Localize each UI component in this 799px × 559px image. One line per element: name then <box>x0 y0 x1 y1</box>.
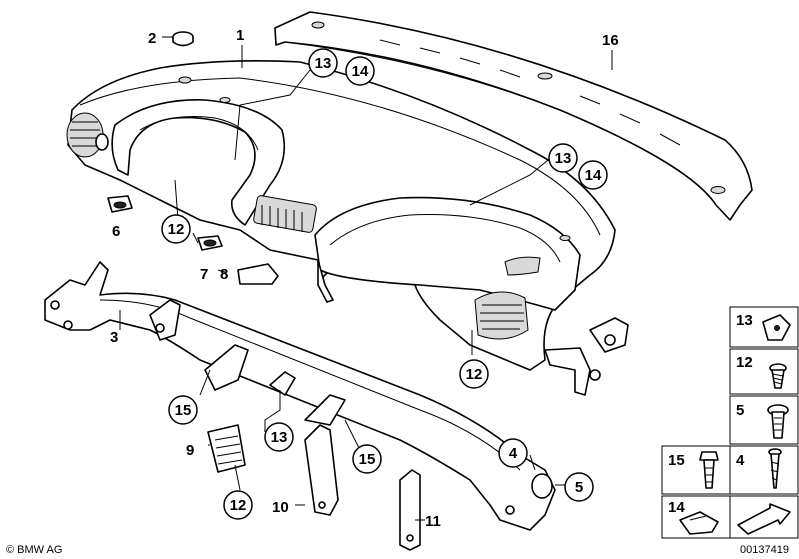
label-part-9: 9 <box>186 442 194 459</box>
callout-4: 4 <box>498 438 528 468</box>
direction-arrow-icon <box>737 503 791 535</box>
label-part-3: 3 <box>110 329 118 346</box>
screw-icon <box>769 363 787 389</box>
part-labels: 2 1 16 6 7 8 3 9 10 11 <box>110 27 619 530</box>
part-3-support-beam <box>44 261 556 531</box>
part-11-strut <box>399 469 421 551</box>
part-9-bracket <box>207 424 246 473</box>
legend-15-label: 15 <box>668 452 685 469</box>
label-part-10: 10 <box>272 499 289 516</box>
legend-12-label: 12 <box>736 354 753 371</box>
label-part-6: 6 <box>112 223 120 240</box>
legend-5-label: 5 <box>736 402 744 419</box>
callouts: 13 14 13 14 12 12 15 13 <box>161 48 608 520</box>
svg-text:13: 13 <box>555 150 572 167</box>
svg-text:15: 15 <box>175 402 192 419</box>
image-number: 00137419 <box>740 544 789 556</box>
callout-14-b: 14 <box>578 160 608 190</box>
legend-14-label: 14 <box>668 499 685 516</box>
svg-text:12: 12 <box>168 221 185 238</box>
bolt-icon <box>767 404 789 439</box>
svg-text:12: 12 <box>466 366 483 383</box>
part-7-switch <box>197 235 223 251</box>
clip-nut-icon <box>762 314 791 341</box>
part-1-dashboard <box>66 60 629 396</box>
label-part-2: 2 <box>148 30 156 47</box>
fastener-legend: 13 12 5 15 4 <box>661 306 799 556</box>
callout-13-c: 13 <box>264 422 294 452</box>
self-tapping-screw-icon <box>768 448 782 489</box>
svg-text:12: 12 <box>230 497 247 514</box>
callout-13-b: 13 <box>548 143 578 173</box>
part-2-cap <box>172 31 194 47</box>
svg-text:15: 15 <box>359 451 376 468</box>
svg-text:14: 14 <box>585 167 602 184</box>
part-6-switch <box>107 195 133 213</box>
label-part-16: 16 <box>602 32 619 49</box>
svg-text:13: 13 <box>271 429 288 446</box>
callout-12-c: 12 <box>223 490 253 520</box>
label-part-1: 1 <box>236 27 244 44</box>
part-8-cover <box>237 263 279 285</box>
label-part-8: 8 <box>220 266 228 283</box>
callout-12-a: 12 <box>161 214 191 244</box>
leader-lines <box>119 36 613 521</box>
callout-12-b: 12 <box>459 359 489 389</box>
legend-13-label: 13 <box>736 312 753 329</box>
part-16-trim-strip <box>274 11 753 221</box>
hex-bolt-icon <box>699 451 719 489</box>
svg-text:14: 14 <box>352 63 369 80</box>
label-part-7: 7 <box>200 266 208 283</box>
spring-nut-icon <box>679 511 719 535</box>
svg-text:5: 5 <box>575 479 583 496</box>
callout-5: 5 <box>564 472 594 502</box>
callout-15-a: 15 <box>168 395 198 425</box>
copyright-text: © BMW AG <box>6 544 62 556</box>
svg-text:13: 13 <box>315 55 332 72</box>
legend-4-label: 4 <box>736 452 745 469</box>
callout-15-b: 15 <box>352 444 382 474</box>
part-10-strut <box>304 424 339 516</box>
label-part-11: 11 <box>425 513 441 530</box>
svg-text:4: 4 <box>509 445 518 462</box>
callout-14-a: 14 <box>345 56 375 86</box>
callout-13-a: 13 <box>308 48 338 78</box>
